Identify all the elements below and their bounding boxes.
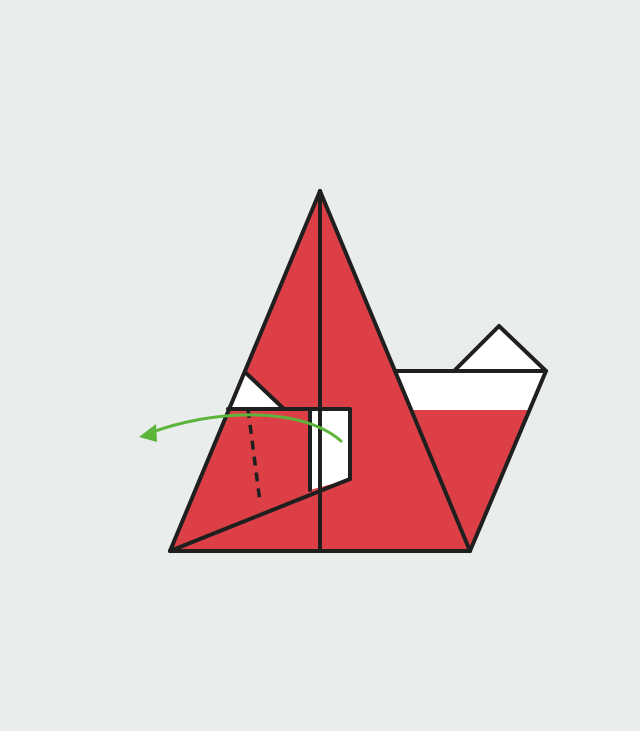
tail-white-band	[395, 371, 546, 410]
flap-top-line	[226, 407, 352, 481]
curved-arrow-left-icon	[139, 413, 343, 443]
diagonal-fold-line	[168, 477, 352, 553]
tail-tip-line	[452, 324, 548, 373]
center-white-window	[310, 409, 350, 490]
small-flap-line	[244, 371, 286, 411]
tail-tip-triangle	[454, 326, 546, 371]
left-edge-line	[168, 189, 322, 553]
